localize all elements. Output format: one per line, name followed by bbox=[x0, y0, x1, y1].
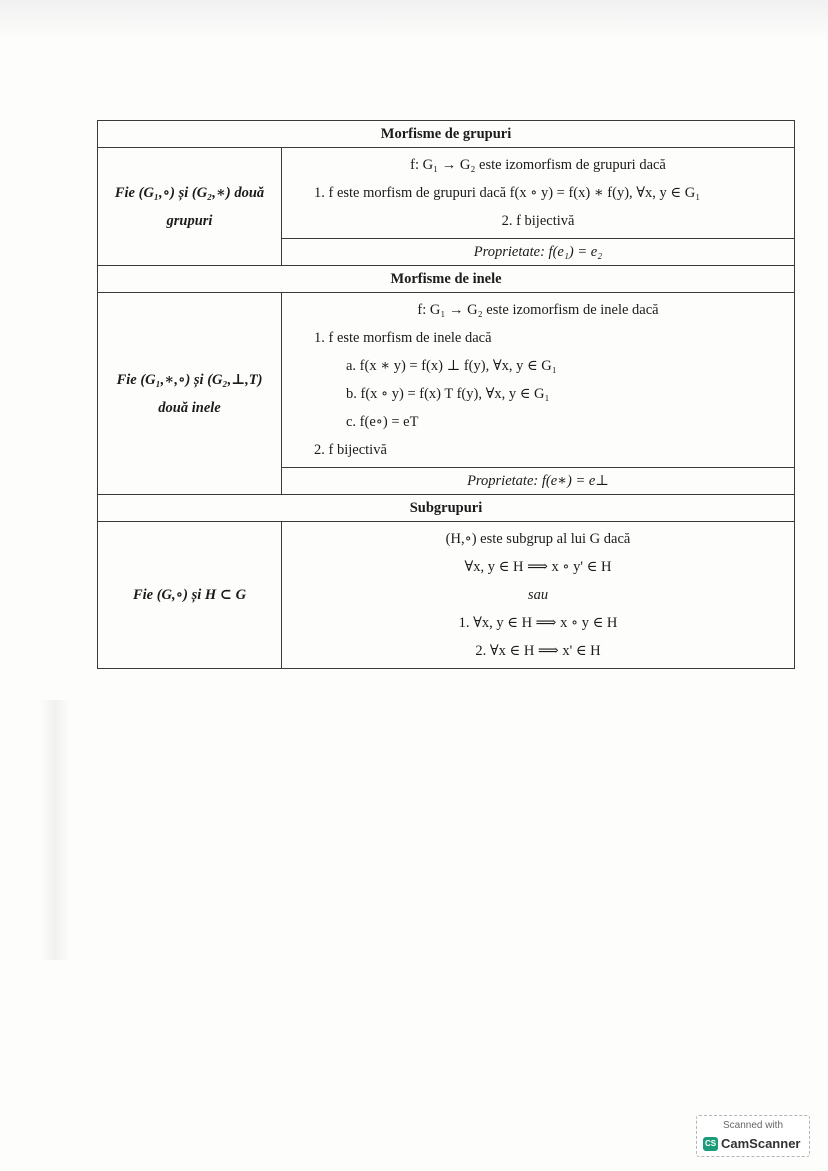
groups-definition-line: f: G₁ → G₂ este izomorfism de grupuri da… bbox=[410, 157, 666, 173]
rings-premise-cell: Fie (G₁,∗,∘) și (G₂,⊥,T) două inele bbox=[97, 292, 282, 495]
groups-condition-1: 1. f este morfism de grupuri dacă f(x ∘ … bbox=[314, 185, 701, 201]
rings-property: Proprietate: f(e∗) = e⊥ bbox=[280, 467, 796, 495]
groups-property: Proprietate: f(e₁) = e₂ bbox=[280, 238, 796, 266]
rings-condition-1a: a. f(x ∗ y) = f(x) ⊥ f(y), ∀x, y ∈ G₁ bbox=[346, 358, 557, 374]
camscanner-logo-icon: CS bbox=[703, 1136, 718, 1151]
subgroups-condition-2: 2. ∀x ∈ H ⟹ x' ∈ H bbox=[475, 643, 601, 659]
scan-shadow-top bbox=[0, 0, 828, 40]
camscanner-watermark: Scanned with CS CamScanner bbox=[696, 1115, 810, 1157]
subgroups-premise-cell: Fie (G,∘) și H ⊂ G bbox=[97, 521, 282, 669]
rings-condition-1c: c. f(e∘) = eT bbox=[346, 414, 419, 430]
groups-premise-line1: Fie (G₁,∘) și (G₂,∗) două bbox=[114, 184, 265, 201]
watermark-brand-row: CS CamScanner bbox=[703, 1136, 800, 1151]
subgroups-or-word: sau bbox=[527, 587, 549, 603]
formula-table: Morfisme de grupuri Fie (G₁,∘) și (G₂,∗)… bbox=[96, 120, 796, 669]
groups-premise-cell: Fie (G₁,∘) și (G₂,∗) două grupuri bbox=[97, 147, 282, 266]
section-heading-groups: Morfisme de grupuri bbox=[96, 120, 796, 148]
subgroups-condition-main: ∀x, y ∈ H ⟹ x ∘ y' ∈ H bbox=[464, 559, 612, 575]
groups-definition-cell: f: G₁ → G₂ este izomorfism de grupuri da… bbox=[280, 147, 796, 239]
groups-premise-line2: grupuri bbox=[166, 212, 213, 229]
rings-condition-2: 2. f bijectivă bbox=[314, 442, 387, 458]
section-heading-rings: Morfisme de inele bbox=[96, 265, 796, 293]
section-heading-subgroups: Subgrupuri bbox=[96, 494, 796, 522]
rings-premise-line1: Fie (G₁,∗,∘) și (G₂,⊥,T) bbox=[116, 371, 263, 388]
subgroups-premise-line1: Fie (G,∘) și H ⊂ G bbox=[132, 587, 247, 603]
rings-definition-cell: f: G₁ → G₂ este izomorfism de inele dacă… bbox=[280, 292, 796, 468]
subgroups-condition-1: 1. ∀x, y ∈ H ⟹ x ∘ y ∈ H bbox=[458, 615, 618, 631]
rings-condition-1: 1. f este morfism de inele dacă bbox=[314, 330, 492, 346]
scan-shadow-left bbox=[40, 700, 70, 960]
watermark-caption: Scanned with bbox=[722, 1120, 784, 1131]
watermark-brand: CamScanner bbox=[721, 1136, 801, 1151]
subgroups-definition-cell: (H,∘) este subgrup al lui G dacă ∀x, y ∈… bbox=[280, 521, 796, 669]
rings-definition-line: f: G₁ → G₂ este izomorfism de inele dacă bbox=[417, 302, 659, 318]
rings-condition-1b: b. f(x ∘ y) = f(x) T f(y), ∀x, y ∈ G₁ bbox=[346, 386, 550, 402]
groups-condition-2: 2. f bijectivă bbox=[501, 213, 575, 229]
subgroups-definition-line: (H,∘) este subgrup al lui G dacă bbox=[445, 531, 631, 547]
rings-premise-line2: două inele bbox=[158, 399, 221, 416]
